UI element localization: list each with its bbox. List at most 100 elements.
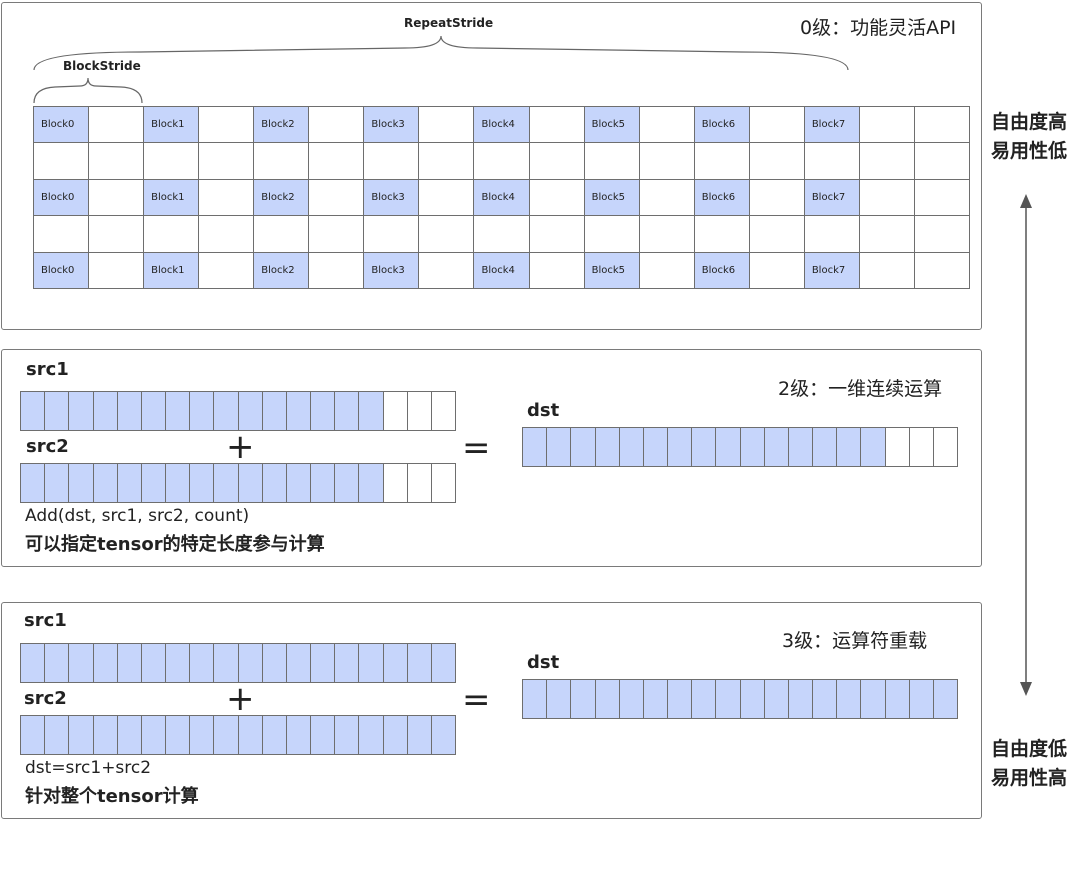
tensor-element-filled [93,716,118,754]
tensor-element-filled [286,716,312,754]
tensor-element-filled [431,644,456,682]
block-cell: Block0 [34,107,90,144]
block-cell: Block3 [364,179,420,217]
empty-cell [254,143,310,180]
empty-cell [34,143,90,180]
tensor-element-filled [69,644,94,682]
block-stride-label: BlockStride [63,59,141,73]
tensor-element-filled [595,680,620,718]
level3-src2-label: src2 [24,688,67,709]
tensor-element-filled [764,428,789,466]
tensor-element-filled [286,392,312,430]
tensor-element-filled [45,392,70,430]
empty-cell [859,252,915,289]
level2-dst-tensor [522,427,958,467]
level2-code: Add(dst, src1, src2, count) [25,506,250,526]
level0-title: 0级：功能灵活API [800,17,957,39]
repeat-stride-brace [33,35,849,71]
tensor-element-filled [643,680,669,718]
level3-src2-tensor [20,715,456,755]
empty-cell [309,216,365,253]
level2-plus-sign: + [226,427,255,467]
empty-cell [749,143,805,180]
tensor-element-empty [383,392,408,430]
tensor-element-filled [166,716,191,754]
side-bottom-line2: 易用性高 [991,767,1068,789]
tensor-element-filled [21,716,46,754]
level2-src1-tensor [20,391,456,431]
tensor-element-filled [262,464,287,502]
tensor-element-filled [359,392,384,430]
tensor-element-filled [692,680,717,718]
empty-cell [254,216,310,253]
tensor-element-empty [431,464,456,502]
tensor-element-filled [837,680,862,718]
level3-dst-tensor [522,679,958,719]
empty-cell [914,107,970,144]
tensor-element-filled [643,428,669,466]
tensor-element-filled [311,644,336,682]
tensor-element-filled [141,464,167,502]
tensor-element-filled [359,464,384,502]
empty-cell [89,179,145,217]
tensor-element-filled [861,428,886,466]
empty-cell [474,143,530,180]
tensor-element-filled [335,716,360,754]
block-cell: Block4 [474,179,530,217]
level3-src1-label: src1 [24,610,67,631]
tensor-element-filled [431,716,456,754]
tensor-element-filled [141,716,167,754]
empty-cell [859,179,915,217]
level3-equals-sign: = [462,680,491,720]
block-cell: Block2 [254,252,310,289]
block-stride-brace [33,77,143,104]
tensor-element-filled [359,644,384,682]
empty-cell [309,107,365,144]
tensor-element-filled [69,716,94,754]
empty-cell [199,143,255,180]
empty-cell [199,252,255,289]
level3-plus-sign: + [226,679,255,719]
tensor-element-filled [21,644,46,682]
tensor-element-filled [885,680,910,718]
tensor-element-filled [238,716,263,754]
empty-cell [419,107,475,144]
block-cell: Block6 [694,107,750,144]
tensor-element-filled [21,464,46,502]
tensor-element-filled [933,680,958,718]
tensor-element-filled [190,392,215,430]
tensor-element-filled [788,428,814,466]
level3-description: 针对整个tensor计算 [25,786,199,807]
empty-cell [749,252,805,289]
tensor-element-filled [262,392,287,430]
empty-cell [639,179,695,217]
empty-cell [639,143,695,180]
empty-cell [639,252,695,289]
tensor-element-filled [383,716,408,754]
tensor-element-filled [335,644,360,682]
empty-cell [804,143,860,180]
block-cell: Block6 [694,252,750,289]
tensor-element-filled [668,428,693,466]
empty-cell [914,252,970,289]
side-label-top: 自由度高 易用性低 [991,108,1067,166]
tensor-element-filled [45,644,70,682]
empty-cell [34,216,90,253]
empty-cell [309,179,365,217]
tensor-element-filled [407,644,432,682]
empty-cell [639,107,695,144]
tensor-element-filled [909,680,934,718]
tensor-element-filled [788,680,814,718]
empty-cell [584,143,640,180]
tensor-element-filled [214,464,239,502]
empty-cell [749,179,805,217]
tensor-element-empty [909,428,934,466]
tensor-element-filled [141,392,167,430]
empty-cell [529,143,585,180]
tensor-element-filled [692,428,717,466]
tensor-element-filled [21,392,46,430]
double-arrow-icon [1020,194,1032,696]
tensor-element-filled [117,644,142,682]
empty-cell [529,107,585,144]
